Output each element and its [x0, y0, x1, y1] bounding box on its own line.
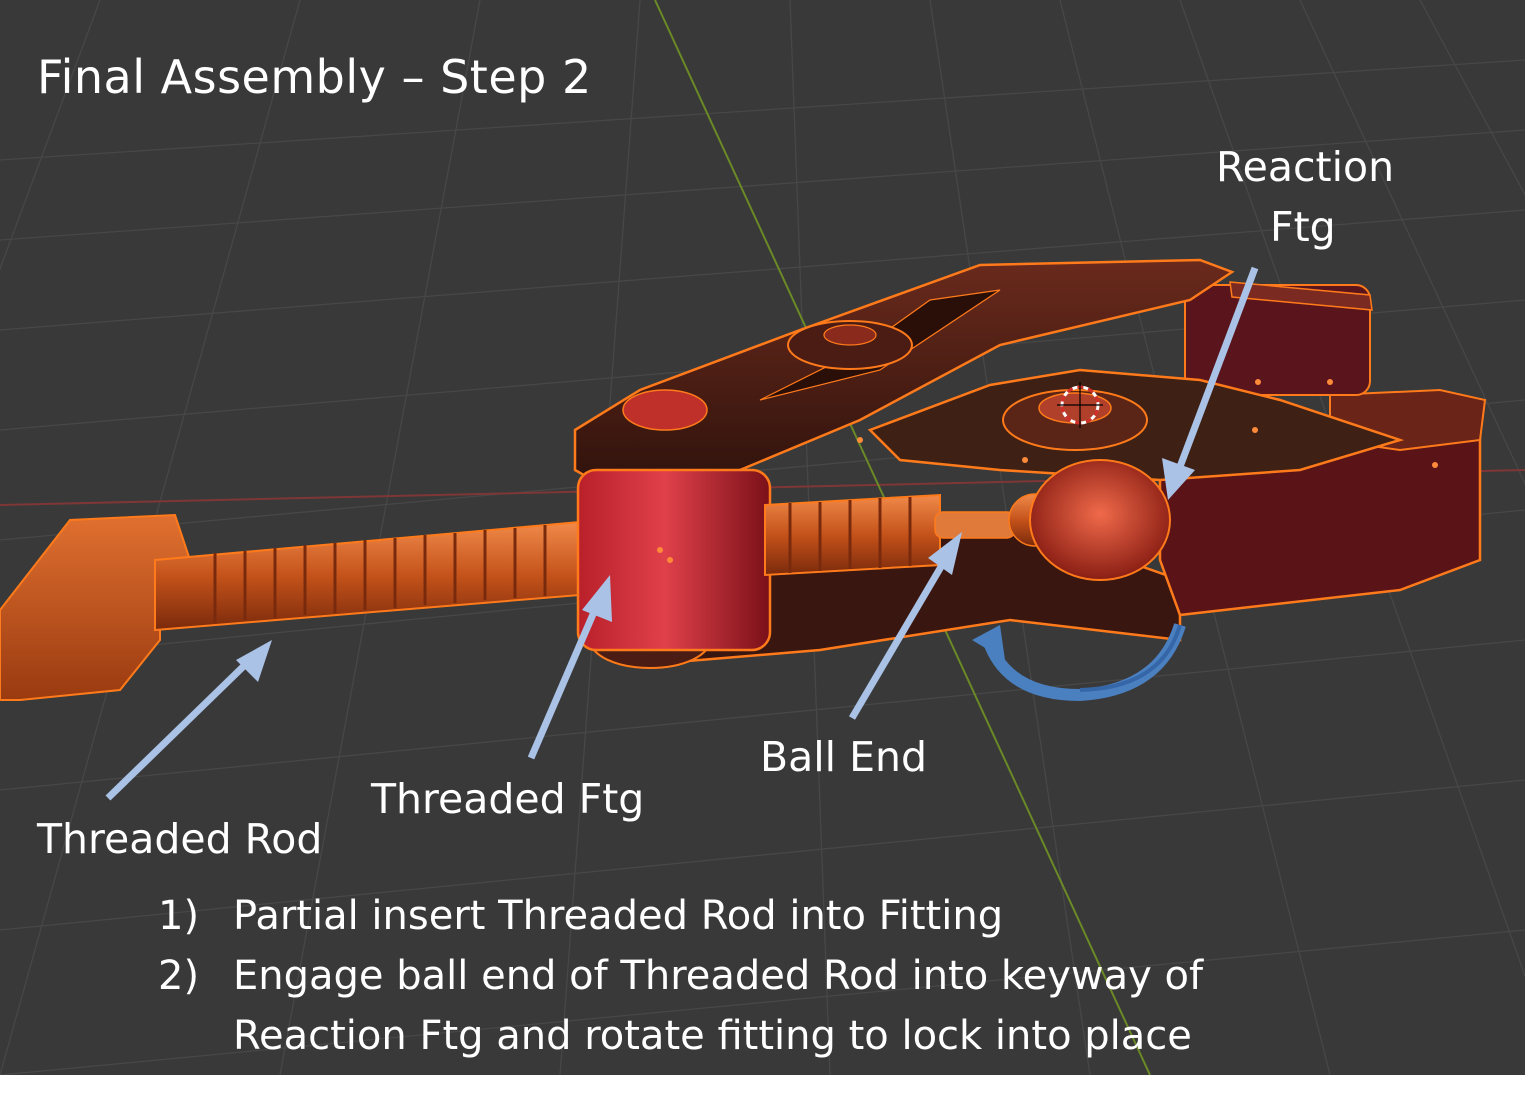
arrow-icon-threaded-rod: [105, 640, 272, 801]
clamp-assembly[interactable]: [0, 258, 1487, 701]
reaction-ftg-slot: [1229, 281, 1373, 311]
ball-end-shaft: [934, 511, 1016, 539]
arrow-icon-ball-end: [848, 532, 962, 720]
slide-title: Final Assembly – Step 2: [37, 50, 592, 104]
step-1-text: Partial insert Threaded Rod into Fitting: [233, 893, 1004, 939]
step-2-text-line1: Engage ball end of Threaded Rod into key…: [233, 953, 1204, 999]
label-threaded-ftg: Threaded Ftg: [371, 775, 645, 823]
callout-arrows: [105, 266, 1259, 801]
label-threaded-rod: Threaded Rod: [37, 815, 323, 863]
rod-threads: [213, 525, 547, 623]
vertex-markers: [657, 379, 1438, 563]
label-reaction-ftg-line2: Ftg: [1270, 203, 1336, 251]
arrow-icon-threaded-ftg: [527, 575, 612, 760]
step-2-number: 2): [158, 953, 200, 999]
rotate-arrow-icon: [972, 623, 1186, 702]
upper-arm-hole: [823, 324, 877, 346]
3d-scene: [0, 0, 1525, 1075]
upper-arm-pin: [622, 389, 708, 431]
threaded-ftg: [576, 468, 772, 652]
reaction-ftg-block: [1184, 284, 1371, 396]
reaction-socket: [1029, 459, 1171, 581]
3d-cursor-icon[interactable]: [1057, 382, 1103, 428]
pivot-top: [1038, 392, 1112, 424]
step-1-number: 1): [158, 893, 200, 939]
arrow-icon-reaction-ftg: [1162, 266, 1259, 500]
3d-viewport[interactable]: Final Assembly – Step 2 Reaction Ftg Bal…: [0, 0, 1525, 1075]
label-ball-end: Ball End: [760, 733, 927, 781]
inner-threads: [788, 497, 912, 573]
step-2-text-line2: Reaction Ftg and rotate fitting to lock …: [233, 1013, 1192, 1059]
label-reaction-ftg-line1: Reaction: [1216, 143, 1395, 191]
